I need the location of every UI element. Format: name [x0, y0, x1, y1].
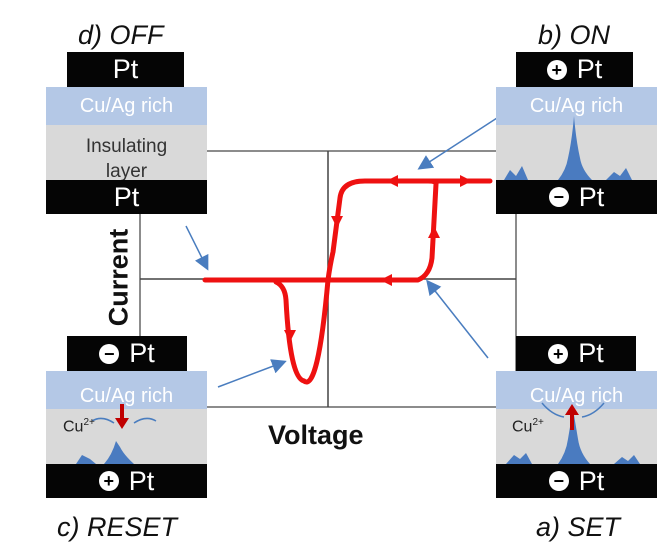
- curve-arrow-6: [284, 330, 296, 342]
- plus-icon: +: [98, 471, 119, 491]
- off-top-pt-label: Pt: [112, 54, 139, 84]
- on-cu-label: Cu/Ag rich: [529, 95, 624, 117]
- off-top-electrode: Pt: [67, 52, 184, 87]
- on-top-pt-label: Pt: [576, 54, 603, 84]
- curve-arrow-2: [460, 175, 472, 187]
- pointer-set: [426, 279, 489, 359]
- set-bottom-pt-label: Pt: [578, 465, 605, 496]
- set-top-pt-label: Pt: [578, 338, 604, 368]
- on-top-electrode: + Pt: [516, 52, 633, 87]
- pointer-on: [417, 117, 498, 170]
- x-axis-title: Voltage: [268, 420, 364, 450]
- arrow-down-icon: [115, 404, 129, 429]
- set-cu-label: Cu/Ag rich: [529, 385, 624, 407]
- set-cu-layer: Cu/Ag rich: [496, 371, 657, 409]
- on-filament: [504, 116, 632, 180]
- panel-off-title: d) OFF: [78, 20, 164, 50]
- off-insulating-layer: Insulating layer: [46, 125, 207, 180]
- off-insulating-label: Insulating layer: [85, 136, 168, 180]
- on-bottom-pt-label: Pt: [578, 181, 605, 212]
- arrow-up-icon: [565, 404, 579, 430]
- reset-cu-layer: Cu/Ag rich: [46, 371, 207, 409]
- reset-cu-ion: Cu2+: [63, 417, 95, 436]
- on-cu-layer: Cu/Ag rich: [496, 87, 657, 125]
- off-bottom-pt-label: Pt: [113, 181, 140, 212]
- reset-cu-label: Cu/Ag rich: [79, 385, 174, 407]
- reset-top-electrode: − Pt: [67, 336, 187, 371]
- plus-icon: +: [546, 59, 567, 80]
- y-axis-title: Current: [103, 228, 134, 327]
- set-top-electrode: + Pt: [516, 336, 636, 371]
- set-filament: [506, 402, 640, 464]
- panel-on-title: b) ON: [538, 20, 611, 50]
- off-cu-layer: Cu/Ag rich: [46, 87, 207, 125]
- pointer-reset: [217, 359, 287, 388]
- curve-arrow-5: [331, 216, 343, 228]
- off-cu-label: Cu/Ag rich: [79, 95, 174, 117]
- panel-set-title: a) SET: [536, 512, 621, 542]
- reset-top-pt-label: Pt: [129, 338, 155, 368]
- minus-icon: −: [548, 471, 569, 491]
- iv-curve: [202, 178, 493, 385]
- on-bottom-electrode: − Pt: [496, 180, 657, 214]
- reset-filament: [76, 417, 157, 464]
- pointer-off: [185, 225, 209, 271]
- reset-bottom-pt-label: Pt: [128, 465, 155, 496]
- minus-icon: −: [548, 187, 569, 207]
- set-bottom-electrode: − Pt: [496, 464, 657, 498]
- panel-reset-title: c) RESET: [57, 512, 178, 542]
- set-cu-ion: Cu2+: [512, 417, 544, 436]
- minus-icon: −: [99, 343, 120, 364]
- curve-arrow-3: [386, 175, 398, 187]
- curve-arrow-4: [428, 226, 440, 238]
- plus-icon: +: [548, 343, 569, 364]
- reset-bottom-electrode: + Pt: [46, 464, 207, 498]
- curve-arrow-1: [380, 274, 392, 286]
- off-bottom-electrode: Pt: [46, 180, 207, 214]
